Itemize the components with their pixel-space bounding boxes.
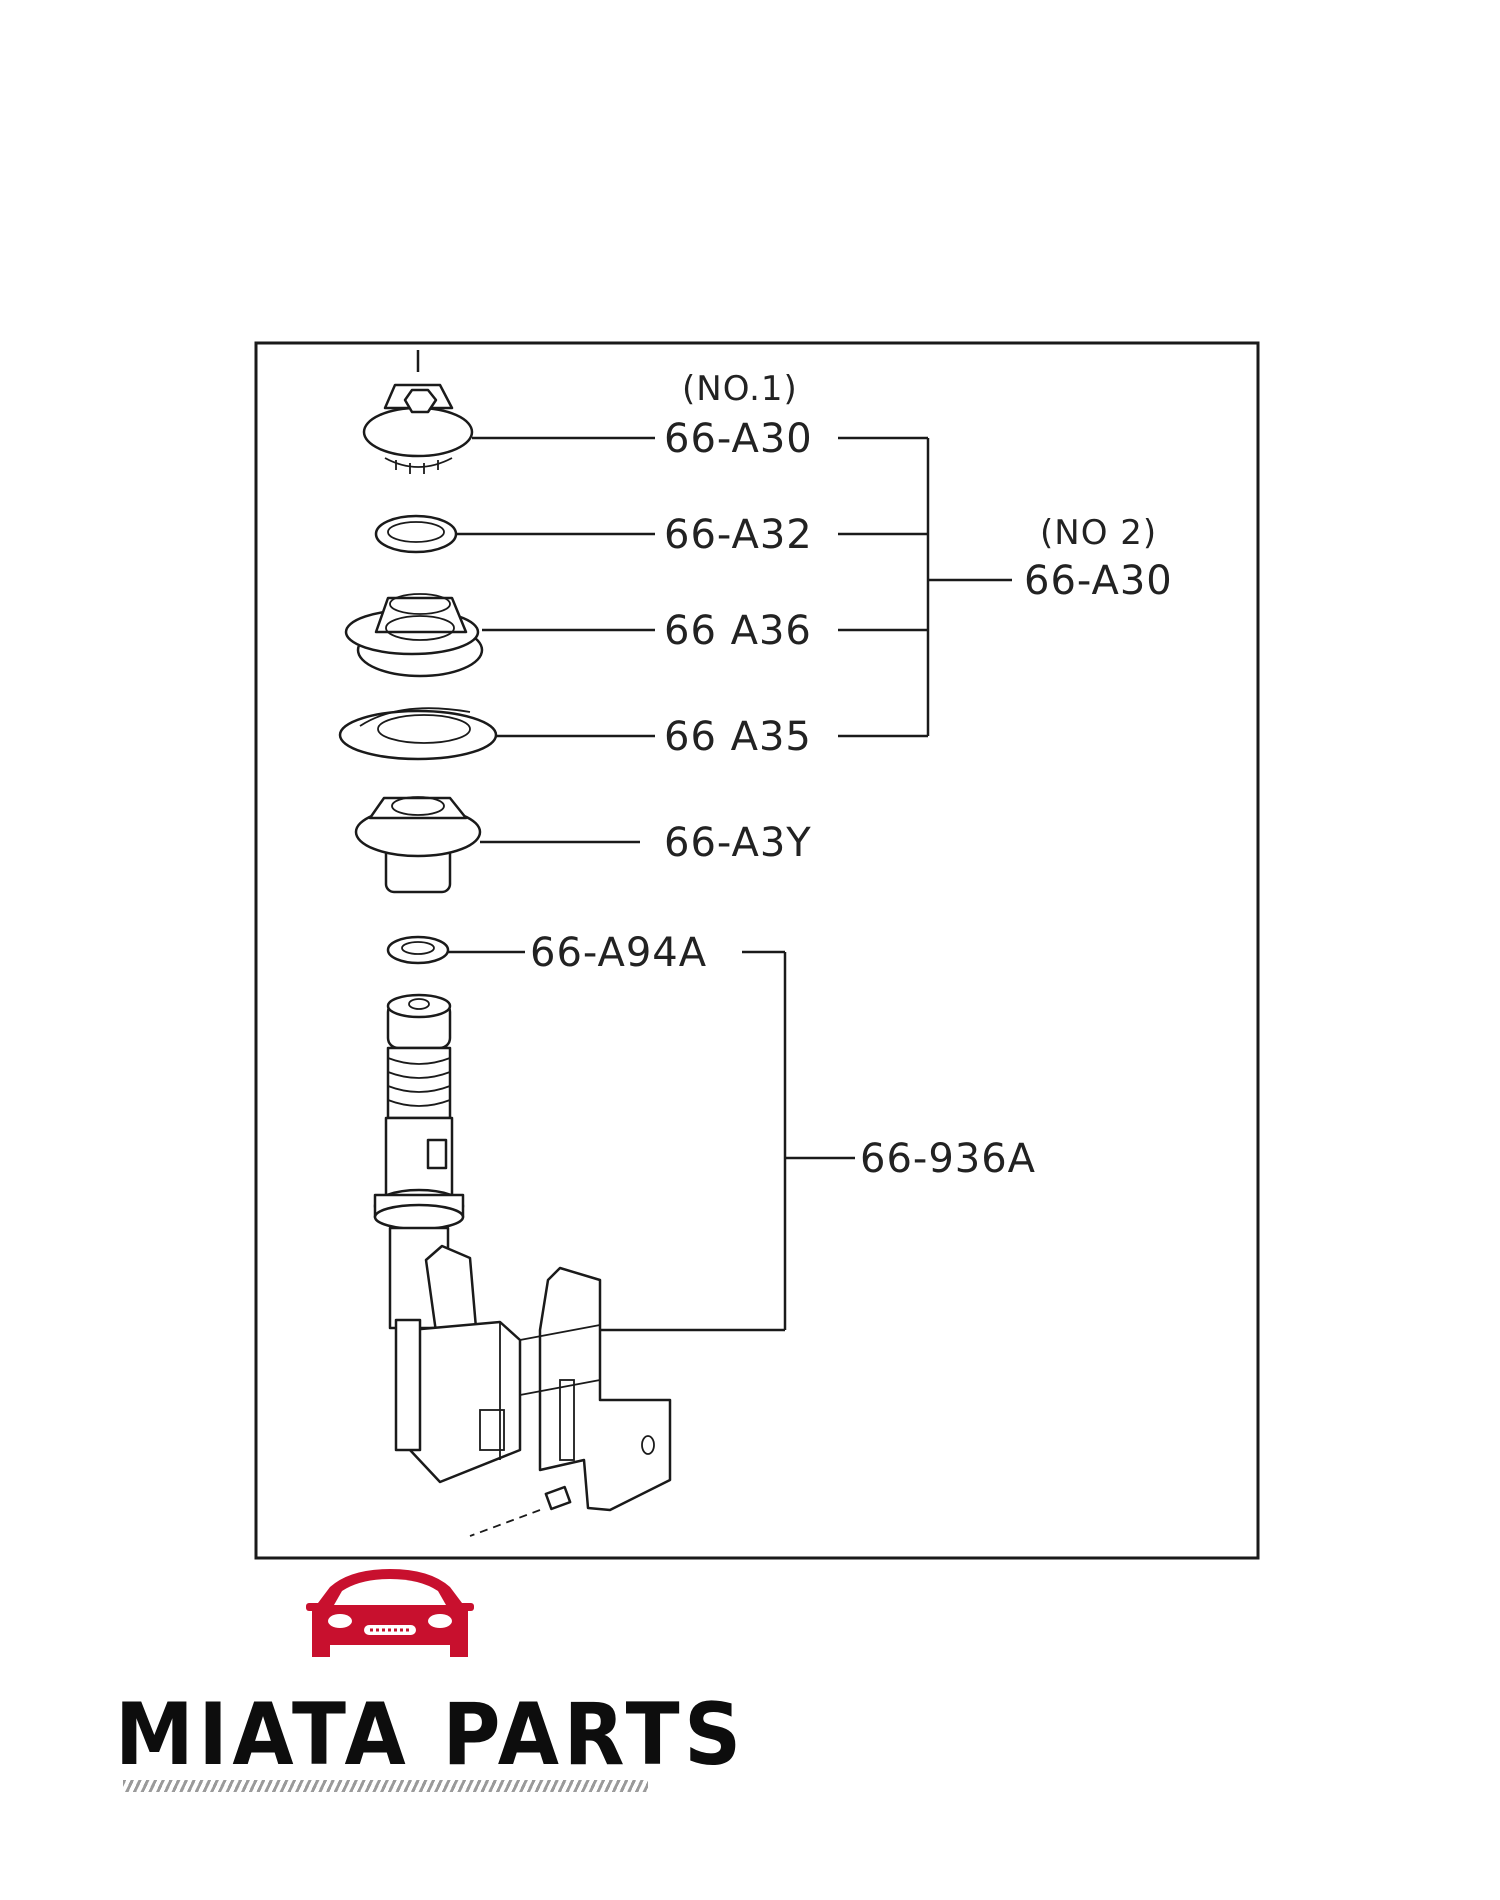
label-no2: (NO 2) [1040,513,1157,553]
label-66-936a: 66-936A [860,1136,1036,1182]
label-66-a32: 66-A32 [664,512,813,558]
part-upper-spring-seat [354,796,482,894]
logo-underline [123,1780,648,1792]
part-lock-nut [386,935,450,965]
label-66-a30-no1: 66-A30 [664,416,813,462]
car-logo-icon [306,1569,474,1657]
logo-text: MIATA PARTS [115,1685,746,1785]
label-66-a36: 66 A36 [664,608,812,654]
part-upper-mount-cap [362,383,474,474]
part-strut-assembly [373,993,672,1537]
label-66-a30-no2: 66-A30 [1024,558,1173,604]
part-spring-seat [338,707,498,761]
label-66-a35: 66 A35 [664,714,812,760]
diagram-frame [254,341,1260,1560]
label-66-a94a: 66-A94A [530,930,707,976]
bracket-no2 [838,436,1012,738]
bracket-strut [600,950,855,1332]
part-washer [374,514,458,554]
label-66-a3y: 66-A3Y [664,820,812,866]
brand-logo: MIATA PARTS [115,1565,746,1795]
label-no1: (NO.1) [682,369,798,409]
part-bearing-seat [344,593,484,678]
